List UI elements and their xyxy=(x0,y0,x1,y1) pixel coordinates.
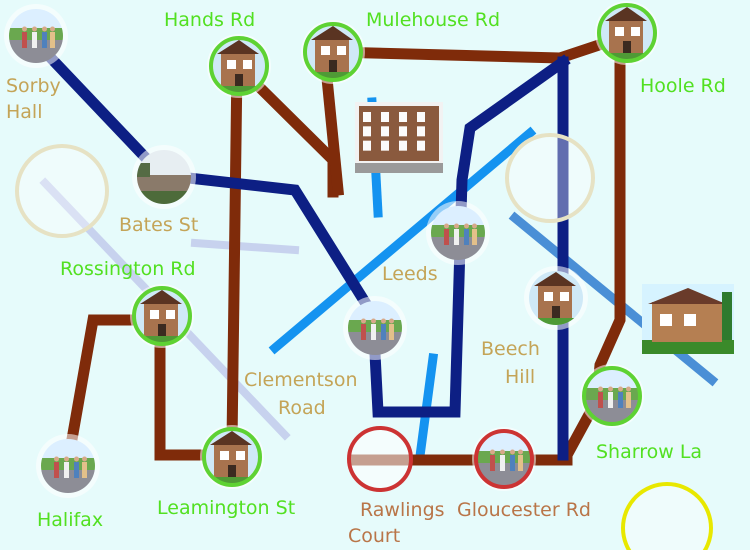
street-photo-house xyxy=(642,284,734,354)
stop-photo xyxy=(135,289,189,343)
stop-ring xyxy=(202,427,262,487)
stop-label: Gloucester Rd xyxy=(457,499,591,521)
stop-ring xyxy=(209,36,269,96)
stop-photo xyxy=(477,432,531,486)
stop-photo xyxy=(306,25,360,79)
navy-line-main xyxy=(22,28,571,418)
street-photo-terrace xyxy=(355,102,443,173)
stop-bates-st[interactable] xyxy=(132,145,196,209)
stop-photo xyxy=(205,430,259,484)
stop-gloucester-rd[interactable] xyxy=(472,427,536,491)
stop-label: Sharrow La xyxy=(596,441,702,463)
stop-label: Hands Rd xyxy=(164,9,255,31)
decorative-ring-left xyxy=(15,144,109,238)
stop-label: Hoole Rd xyxy=(640,75,726,97)
stop-leamington-st[interactable] xyxy=(200,425,264,489)
stop-ring xyxy=(132,286,192,346)
stop-hoole-rd[interactable] xyxy=(595,1,659,65)
stop-beech-hill[interactable] xyxy=(524,266,588,330)
stop-halo xyxy=(348,427,412,491)
stop-photo xyxy=(348,301,402,355)
blue-line-long xyxy=(268,126,537,355)
stop-photo xyxy=(41,439,95,493)
stop-clementson-road[interactable] xyxy=(343,296,407,360)
stop-label: Bates St xyxy=(119,214,198,236)
stop-hands-rd[interactable] xyxy=(207,34,271,98)
stop-photo xyxy=(529,271,583,325)
stop-label: Hill xyxy=(505,366,535,388)
stop-photo xyxy=(600,6,654,60)
stop-ring xyxy=(474,429,534,489)
stop-sharrow-la[interactable] xyxy=(580,364,644,428)
stop-label: Mulehouse Rd xyxy=(366,9,500,31)
stop-photo xyxy=(9,9,63,63)
stop-label: Beech xyxy=(481,338,540,360)
stop-photo xyxy=(585,369,639,423)
stop-photo xyxy=(212,39,266,93)
stop-ring xyxy=(347,426,413,492)
stop-mulehouse-rd[interactable] xyxy=(301,20,365,84)
stop-ring xyxy=(582,366,642,426)
decorative-ring-bottom xyxy=(621,482,713,550)
stop-photo xyxy=(431,206,485,260)
stop-rawlings-court[interactable] xyxy=(347,426,413,492)
stop-halifax[interactable] xyxy=(36,434,100,498)
stop-label: Leamington St xyxy=(157,497,295,519)
stop-label: Road xyxy=(278,397,326,419)
stop-sorby-hall[interactable] xyxy=(4,4,68,68)
decorative-ring-right xyxy=(505,133,595,223)
stop-ring xyxy=(303,22,363,82)
stop-label: Hall xyxy=(6,101,43,123)
stop-leeds[interactable] xyxy=(426,201,490,265)
stop-label: Sorby xyxy=(6,75,61,97)
stop-rossington-rd[interactable] xyxy=(130,284,194,348)
stop-label: Rawlings xyxy=(360,499,445,521)
stop-label: Halifax xyxy=(37,509,103,531)
stop-label: Court xyxy=(348,525,400,547)
stop-label: Clementson xyxy=(244,369,358,391)
stop-label: Rossington Rd xyxy=(60,258,196,280)
stop-ring xyxy=(597,3,657,63)
faint-line-short xyxy=(190,238,300,255)
stop-label: Leeds xyxy=(382,263,438,285)
